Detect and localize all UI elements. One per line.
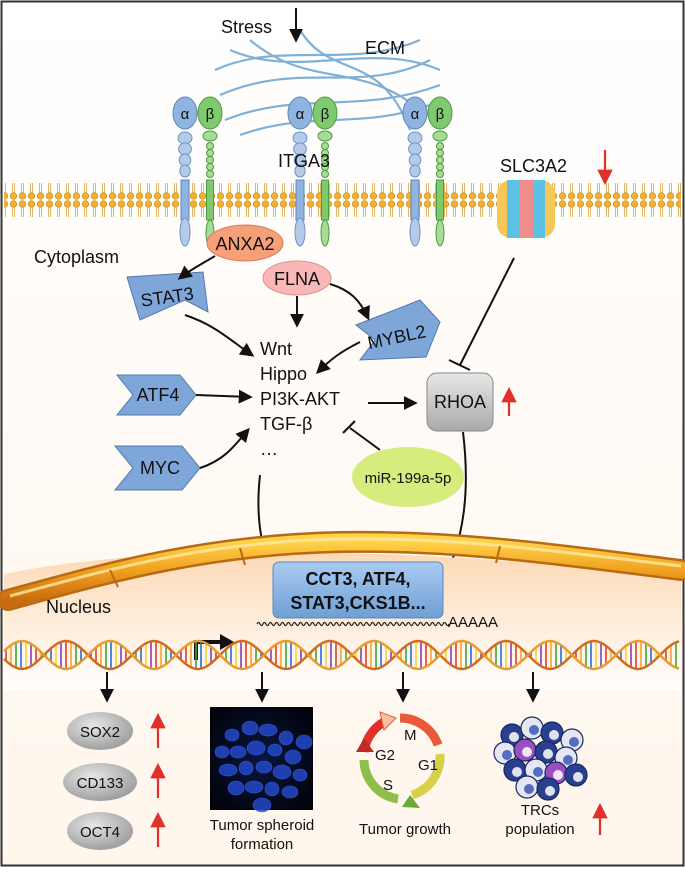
pathway-list: Wnt Hippo PI3K-AKT TGF-β …: [260, 339, 340, 459]
slc3a2-label: SLC3A2: [500, 156, 567, 176]
myc-node: [113, 445, 201, 491]
itga3-label: ITGA3: [278, 151, 330, 171]
flna-node: [262, 260, 332, 296]
ecm-label: ECM: [365, 38, 405, 58]
stemness-markers: SOX2 CD133 OCT4: [63, 712, 166, 850]
atf4-node: [115, 374, 197, 416]
spheroid-caption-line1: Tumor spheroid: [210, 817, 315, 834]
target-genes-line2: STAT3,CKS1B...: [290, 593, 425, 613]
cycle-m-label: M: [404, 727, 417, 744]
slc3a2-transporter: [497, 180, 555, 238]
cycle-g2-label: G2: [375, 747, 395, 764]
pathway-item: Hippo: [260, 364, 307, 384]
nucleus-label: Nucleus: [46, 597, 111, 617]
anxa2-node: [206, 224, 284, 262]
dna-helix: [3, 639, 680, 671]
trc-cell-cluster: [493, 716, 588, 801]
cycle-s-label: S: [383, 777, 393, 794]
tumor-growth-caption: Tumor growth: [359, 821, 451, 838]
spheroid-image: [210, 707, 313, 813]
alpha-label: α: [411, 106, 420, 123]
pathway-item: Wnt: [260, 339, 292, 359]
beta-label: β: [321, 106, 330, 123]
cell-membrane: [4, 180, 681, 220]
alpha-label: α: [296, 106, 305, 123]
cycle-g1-label: G1: [418, 757, 438, 774]
mrna-strand: [256, 621, 450, 627]
pathway-item: …: [260, 439, 278, 459]
pathway-item: TGF-β: [260, 414, 312, 434]
trcs-caption-line2: population: [505, 821, 574, 838]
myc-label: MYC: [140, 458, 180, 478]
stress-label: Stress: [221, 17, 272, 37]
oct4-node: [67, 812, 133, 850]
mir-node: [352, 447, 464, 507]
rhoa-node: [426, 372, 494, 432]
cd133-label: CD133: [77, 775, 124, 792]
sox2-node: [67, 712, 133, 750]
flna-label: FLNA: [274, 269, 320, 289]
target-genes-line1: CCT3, ATF4,: [305, 569, 410, 589]
anxa2-label: ANXA2: [215, 234, 274, 254]
cd133-node: [63, 763, 137, 801]
pathway-item: PI3K-AKT: [260, 389, 340, 409]
target-genes-box: [272, 561, 444, 619]
transcription-start-arrowhead: [220, 634, 234, 650]
mybl2-node: [355, 299, 441, 361]
spheroid-caption-line2: formation: [231, 836, 294, 853]
alpha-label: α: [181, 106, 190, 123]
polya-tail: AAAAA: [448, 614, 498, 631]
beta-label: β: [206, 106, 215, 123]
cytoplasm-label: Cytoplasm: [34, 247, 119, 267]
trcs-caption-line1: TRCs: [521, 802, 559, 819]
mir-label: miR-199a-5p: [365, 470, 452, 487]
output-arrows: [100, 672, 540, 703]
rhoa-label: RHOA: [434, 392, 486, 412]
oct4-label: OCT4: [80, 824, 120, 841]
atf4-label: ATF4: [137, 385, 180, 405]
cell-cycle-diagram: M G1 G2 S: [356, 711, 445, 808]
beta-label: β: [436, 106, 445, 123]
signaling-arrows: [177, 255, 515, 591]
sox2-label: SOX2: [80, 724, 120, 741]
